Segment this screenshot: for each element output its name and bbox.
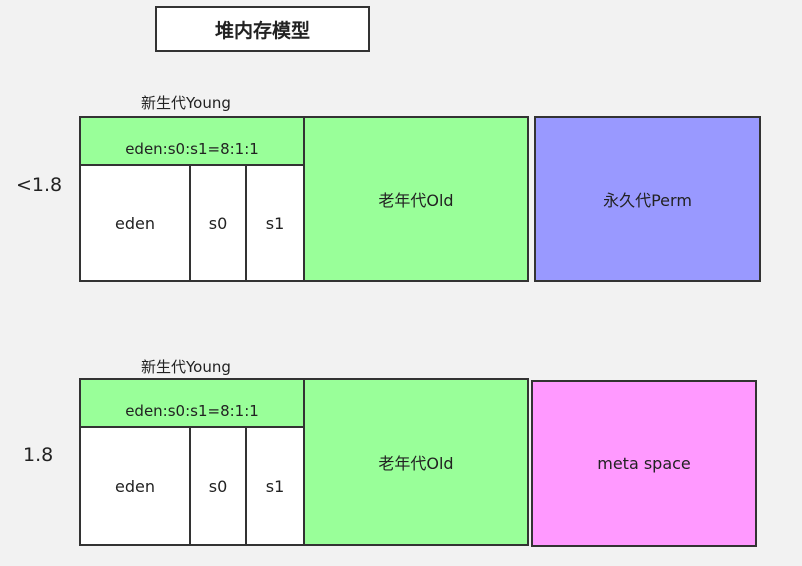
eden-box: eden [79,164,191,282]
old-gen-box: 老年代Old [303,116,529,282]
version-label: <1.8 [16,174,63,196]
s0-box: s0 [189,426,247,546]
young-ratio-box: eden:s0:s1=8:1:1 [79,378,305,428]
s0-box: s0 [189,164,247,282]
perm-gen-box: 永久代Perm [534,116,761,282]
s1-box: s1 [245,164,305,282]
s1-box: s1 [245,426,305,546]
old-gen-label: 老年代Old [378,191,454,210]
eden-box: eden [79,426,191,546]
young-gen-label: 新生代Young [141,358,231,376]
version-label: 1.8 [23,444,54,466]
young-ratio-box: eden:s0:s1=8:1:1 [79,116,305,166]
diagram-title: 堆内存模型 [155,6,370,52]
young-gen-label: 新生代Young [141,94,231,112]
old-gen-label: 老年代Old [378,454,454,473]
old-gen-box: 老年代Old [303,378,529,546]
metaspace-box: meta space [531,380,757,547]
